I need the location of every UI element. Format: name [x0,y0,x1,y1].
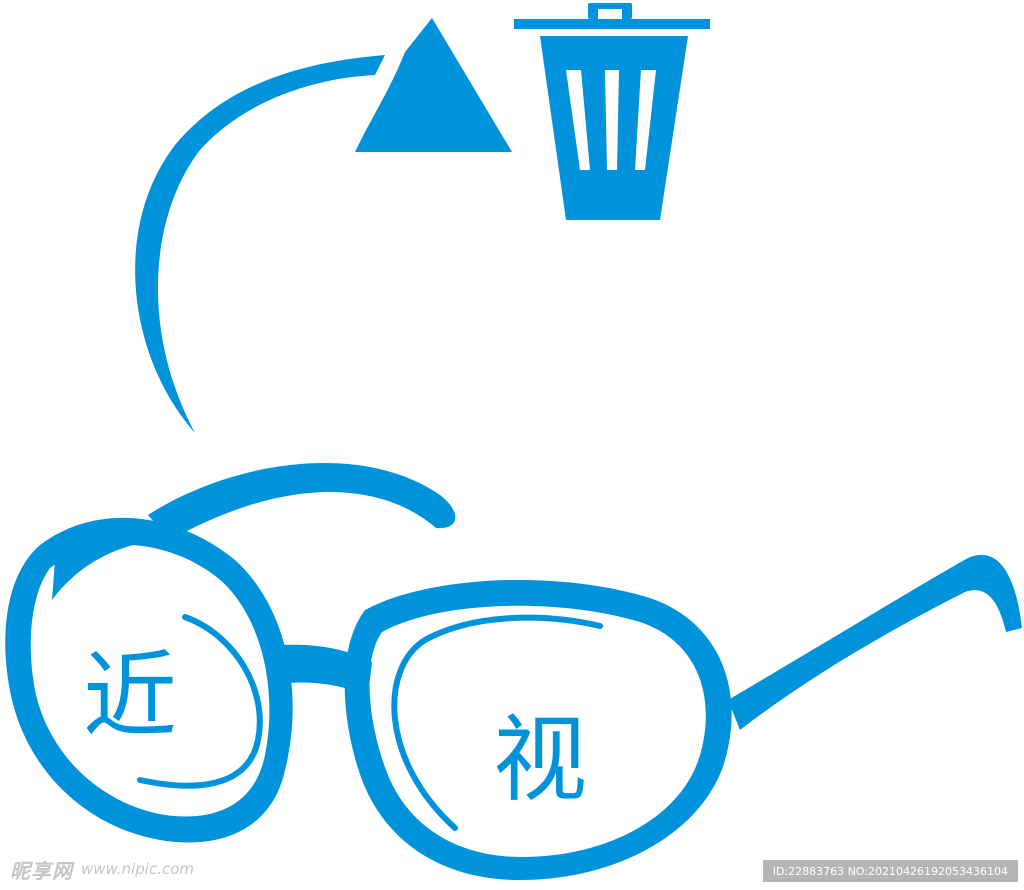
watermark-logo-text: 昵享网 [10,858,73,883]
curved-arrow-icon [135,18,512,433]
watermark-id-text: ID:22883763 NO:20210426192053436104 [772,864,1008,878]
eyeglasses-icon: 近 视 [5,463,1022,880]
left-lens-text: 近 [83,642,177,751]
watermark-url: www.nipic.com [81,860,195,878]
left-lens-frame [5,517,293,843]
trash-can-icon [514,3,710,220]
watermark-logo: 昵享网 www.nipic.com [10,856,195,883]
watermark-id-bar: ID:22883763 NO:20210426192053436104 [762,860,1018,882]
right-lens-frame [344,579,732,880]
right-lens-text: 视 [493,706,587,815]
